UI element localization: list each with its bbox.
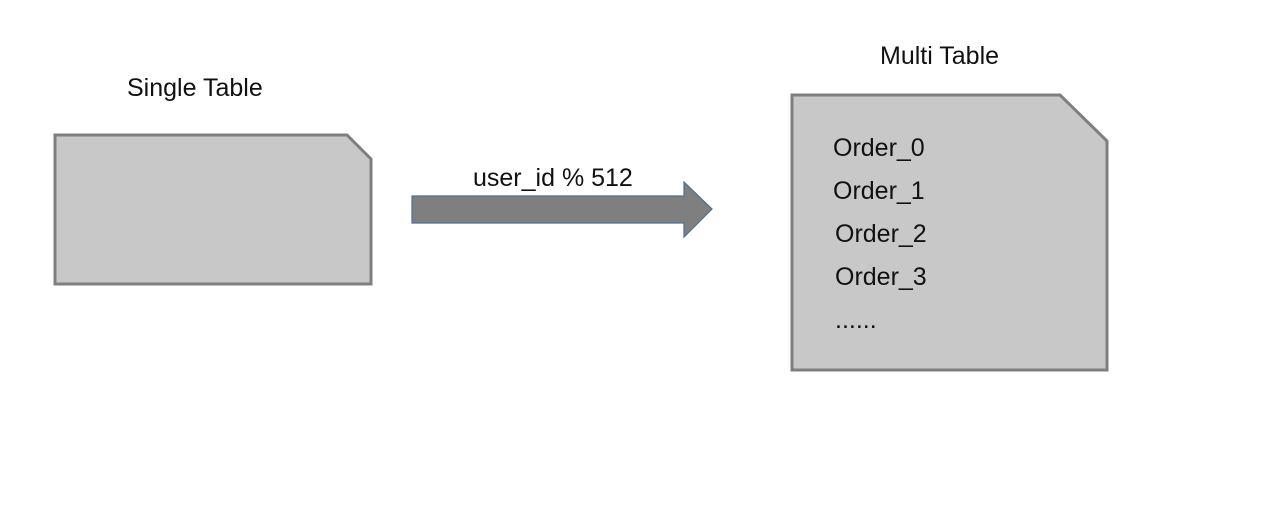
shard-arrow <box>411 180 713 239</box>
multi-table-shape <box>790 93 1109 372</box>
multi-table-list: Order_0 Order_1 Order_2 Order_3 ...... <box>833 136 927 351</box>
single-table-shape <box>53 133 373 286</box>
table-item-order-0: Order_0 <box>833 134 925 162</box>
single-table-title: Single Table <box>127 74 263 102</box>
table-item-order-3: Order_3 <box>835 263 927 291</box>
arrow-label: user_id % 512 <box>473 164 633 192</box>
table-item-order-2: Order_2 <box>835 220 927 248</box>
table-item-order-1: Order_1 <box>833 177 925 205</box>
multi-table-title: Multi Table <box>880 42 1000 70</box>
table-item-ellipsis: ...... <box>835 306 877 334</box>
